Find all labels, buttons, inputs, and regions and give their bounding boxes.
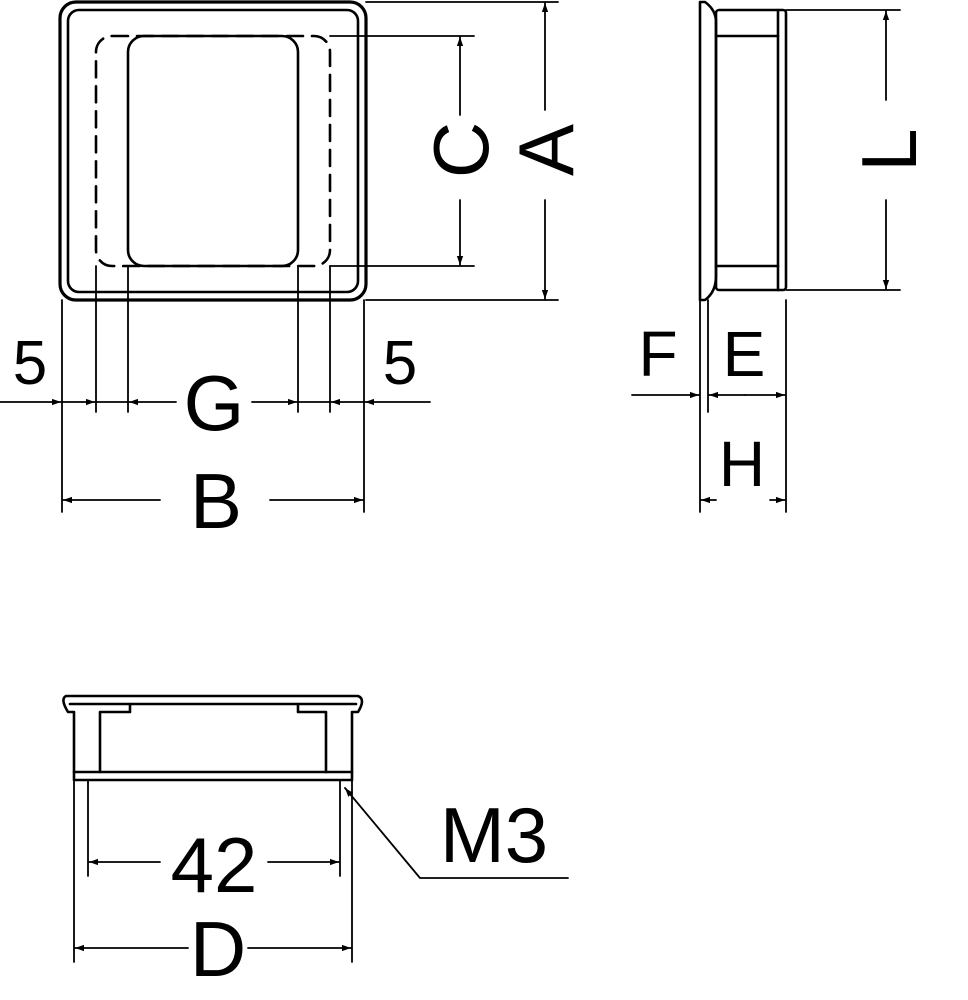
label-E: E: [723, 318, 766, 390]
label-G: G: [184, 359, 245, 447]
label-H: H: [719, 428, 765, 500]
bottom-view: [62, 694, 569, 963]
label-margin-left: 5: [13, 329, 47, 398]
label-42: 42: [171, 821, 258, 909]
side-flange-outline: [698, 0, 718, 302]
side-view: [631, 0, 901, 513]
label-M3: M3: [440, 791, 548, 879]
bottom-body-outline: [62, 694, 364, 782]
label-A: A: [502, 124, 590, 176]
bottom-right-clip: [296, 702, 328, 774]
side-body: [714, 8, 788, 292]
labels: A C L 5 5 G B F E H 42 D M3: [13, 122, 933, 993]
label-B: B: [190, 457, 242, 545]
label-F: F: [638, 318, 677, 390]
label-C: C: [417, 122, 505, 178]
inner-opening: [126, 34, 300, 268]
hidden-mounting-outline: [94, 34, 332, 268]
bottom-left-clip: [98, 702, 132, 774]
outer-frame: [58, 0, 368, 302]
label-L: L: [845, 128, 933, 171]
label-D: D: [190, 905, 246, 993]
m3-leader-line: [344, 787, 569, 879]
front-view: [0, 0, 559, 513]
outer-frame-inner-edge: [66, 8, 360, 294]
label-margin-right: 5: [383, 329, 417, 398]
